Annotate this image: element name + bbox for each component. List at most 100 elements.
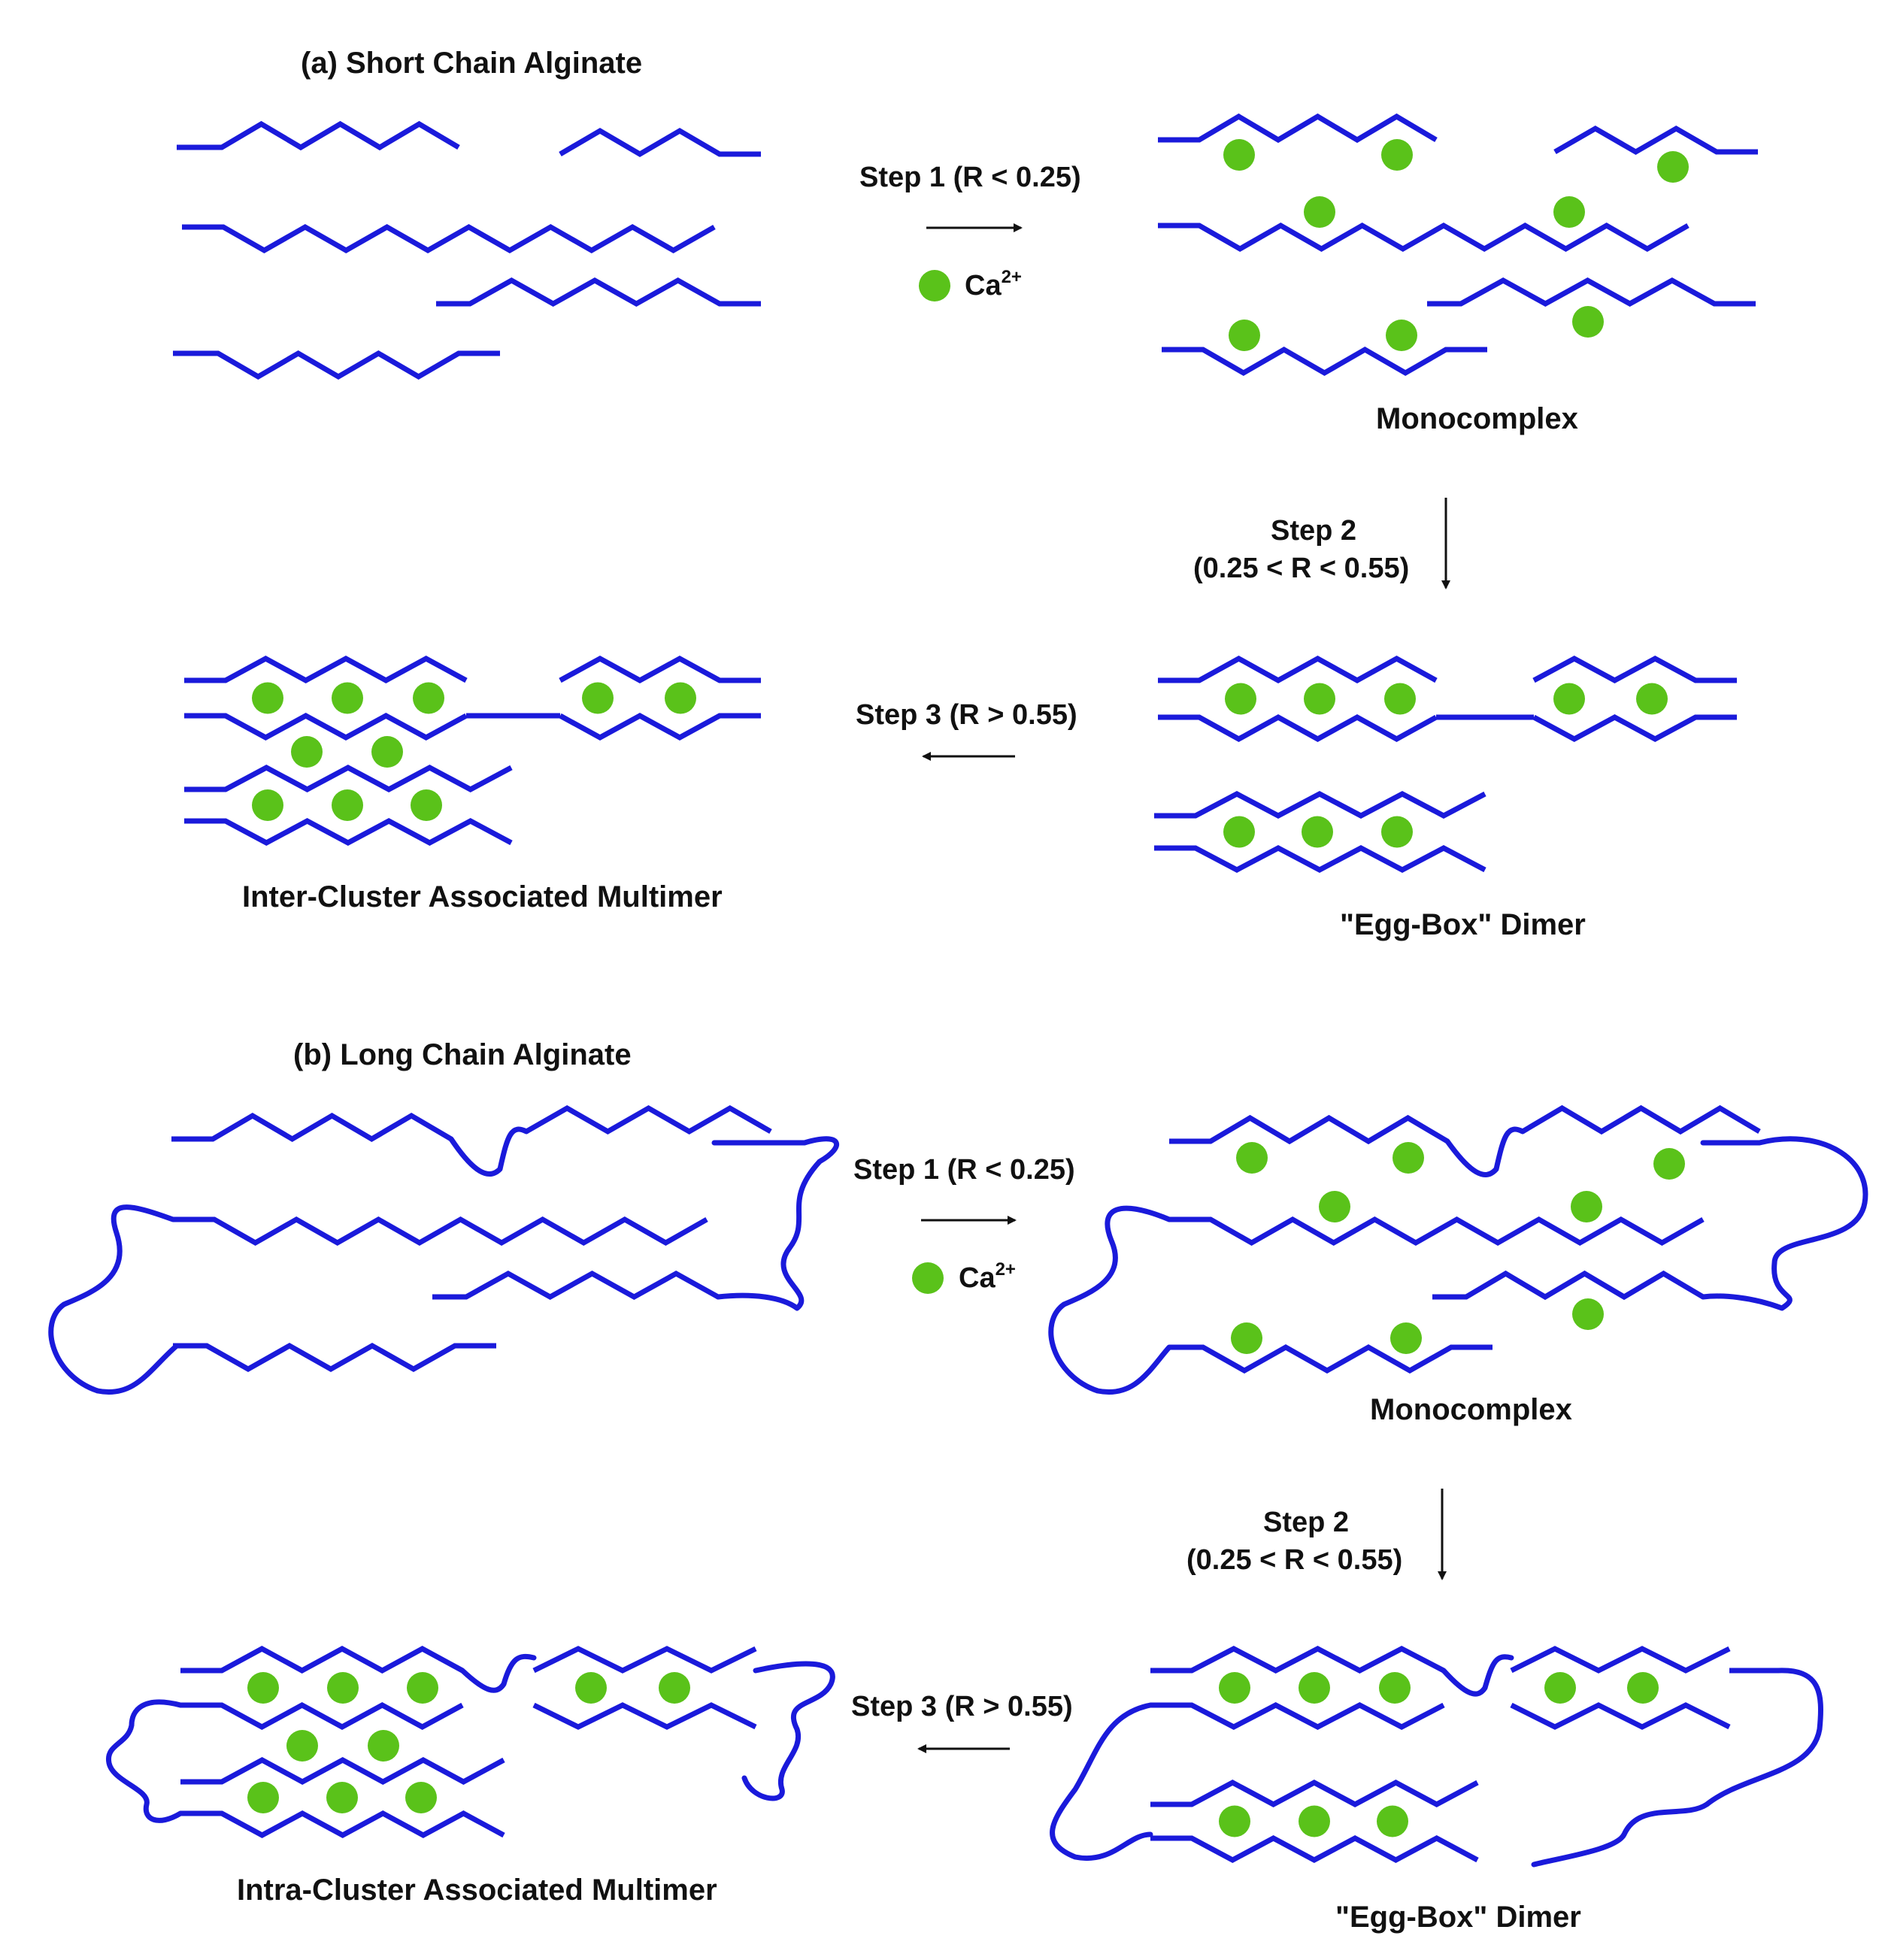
calcium-ion [1379,1672,1411,1704]
calcium-ion [582,682,614,714]
calcium-ion [1299,1672,1330,1704]
panel-a-step2: Step 2 (0.25 < R < 0.55) [1193,498,1450,589]
alginate-chain [1169,1216,1705,1247]
calcium-ion [252,682,283,714]
calcium-ion [1223,139,1255,171]
panel-b-calcium-ion-legend [912,1262,944,1294]
calcium-ion [327,1672,359,1704]
alginate-chain [1158,113,1438,144]
calcium-ion [247,1782,279,1813]
panel-a-calcium-ion-legend [919,270,950,301]
calcium-ion [326,1782,358,1813]
panel-a-free-chains [173,120,761,380]
calcium-ion [332,789,363,821]
calcium-ion [291,736,323,768]
panel-b-calcium-label: Ca2+ [959,1259,1016,1294]
calcium-ion [1636,683,1668,715]
panel-b-step1: Step 1 (R < 0.25) Ca2+ [853,1154,1075,1294]
panel-a-dimer-label: "Egg-Box" Dimer [1340,908,1586,941]
panel-b-multimer [106,1646,835,1838]
panel-b-dimer-label: "Egg-Box" Dimer [1335,1901,1581,1934]
calcium-ion [659,1672,690,1704]
panel-a-title: (a) Short Chain Alginate [301,47,642,80]
alginate-chain [173,1216,708,1247]
chain-loop [48,1204,180,1395]
calcium-ion [368,1730,399,1762]
panel-b: (b) Long Chain Alginate Step 1 (R < 0.25… [48,1038,1868,1934]
calcium-ion [1229,320,1260,351]
multimer-pair-upper [532,1646,757,1674]
calcium-ion [1225,683,1256,715]
egg-box-dimer-upper [1150,1780,1479,1807]
chain-loop [459,1653,537,1693]
panel-b-step3-label: Step 3 (R > 0.55) [851,1691,1073,1722]
panel-b-step2-label-line1: Step 2 [1263,1507,1349,1538]
alginate-chain [432,1270,720,1301]
chain-loop [1048,1205,1172,1395]
multimer-pair-lower [180,1702,464,1730]
panel-a-multimer-label: Inter-Cluster Associated Multimer [242,880,723,913]
multimer-pair-upper [180,1646,464,1674]
calcium-ion [1219,1805,1250,1837]
chain-loop [1441,1654,1514,1697]
calcium-ion [247,1672,279,1704]
panel-a-monocomplex [1158,113,1758,377]
alginate-chain [1432,1270,1705,1301]
panel-b-dimer [1050,1646,1823,1868]
calcium-ion [371,736,403,768]
multimer-pair-upper [559,656,761,683]
calcium-ion [411,789,442,821]
calcium-ion [1571,1191,1602,1222]
calcium-ion [1299,1805,1330,1837]
egg-box-dimer-lower [1510,1702,1731,1730]
calcium-ion [1384,683,1416,715]
egg-box-dimer-lower [1154,845,1486,873]
multimer-pair-lower [532,1702,757,1730]
calcium-ion [1572,1298,1604,1330]
egg-box-dimer-lower [1532,714,1737,742]
calcium-ion [413,682,444,714]
panel-b-title: (b) Long Chain Alginate [293,1038,632,1071]
calcium-ion [332,682,363,714]
calcium-ion [1231,1322,1262,1354]
calcium-ion [1553,196,1585,228]
panel-b-step1-label: Step 1 (R < 0.25) [853,1154,1075,1186]
panel-a-dimer [1154,656,1737,873]
panel-b-multimer-label: Intra-Cluster Associated Multimer [237,1874,717,1907]
calcium-ion [252,789,283,821]
alginate-chain [177,120,460,151]
chain-loop [741,1661,835,1801]
calcium-ion [1627,1672,1659,1704]
calcium-ion [1304,196,1335,228]
calcium-ion [575,1672,607,1704]
egg-box-dimer-lower [1158,714,1438,742]
panel-b-monocomplex-label: Monocomplex [1370,1393,1572,1426]
alginate-chain [1427,277,1756,307]
panel-a-multimer [184,656,761,846]
calcium-ion [1653,1148,1685,1180]
alginate-chain [559,127,761,158]
panel-a-step1-label: Step 1 (R < 0.25) [859,162,1081,193]
calcium-ion [1223,816,1255,848]
calcium-ion [665,682,696,714]
panel-b-monocomplex [1048,1104,1868,1395]
alginate-chain [1158,222,1690,253]
calcium-ion [1386,320,1417,351]
alginate-chain [1521,1104,1761,1135]
panel-a: (a) Short Chain Alginate Step 1 (R < 0.2… [173,47,1758,941]
egg-box-dimer-upper [1154,791,1486,819]
chain-loop [1700,1136,1868,1311]
panel-b-step2-label-line2: (0.25 < R < 0.55) [1186,1544,1402,1576]
multimer-pair-lower [184,713,468,741]
panel-a-calcium-label: Ca2+ [965,267,1022,301]
calcium-ion [1390,1322,1422,1354]
calcium-ion [1304,683,1335,715]
multimer-pair-lower [559,713,761,741]
multimer-pair-upper [184,656,468,683]
chain-loop [711,1136,839,1311]
egg-box-dimer-lower [1150,1702,1445,1730]
calcium-ion [1544,1672,1576,1704]
alginate-chain [436,277,761,307]
alginate-chain [1169,1344,1493,1374]
